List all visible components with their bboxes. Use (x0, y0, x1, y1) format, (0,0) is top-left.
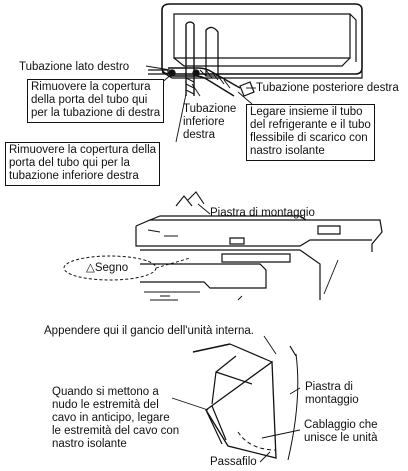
mark-text: Segno (94, 262, 129, 274)
label-wiring: Cablaggio che unisce le unità (304, 419, 378, 445)
mounting-plate-drawing (135, 191, 383, 301)
box-line: tubazione inferiore destra (9, 170, 139, 182)
leader-lines-bottom (171, 335, 301, 463)
label-line: Cablaggio che (304, 419, 378, 431)
indoor-unit-hanging-drawing (192, 343, 299, 461)
pipe-lower (185, 21, 195, 96)
label-right-pipe: Tubazione lato destro (19, 61, 130, 73)
label-line: unisce le unità (304, 432, 378, 444)
label-grommet: Passafilo (210, 456, 257, 468)
label-rear-right-pipe: Tubazione posteriore destra (256, 82, 399, 94)
box-line: flessibile di scarico con (250, 132, 368, 144)
label-mark: △Segno (86, 262, 128, 275)
pipe-rear-right (168, 26, 255, 97)
mark-dashed-ellipse (63, 255, 191, 281)
box-line: della porta del tubo qui (31, 94, 148, 106)
label-line: nastro isolante (52, 438, 127, 450)
label-bare-cable-ends: Quando si mettono a nudo le estremità de… (52, 386, 179, 451)
label-line: Quando si mettono a (52, 386, 159, 398)
label-hang-hook: Appendere qui il gancio dell'unità inter… (44, 325, 254, 337)
label-line: Tubazione (183, 103, 237, 115)
box-remove-right-cover: Rimuovere la copertura della porta del t… (27, 79, 165, 123)
triangle-mark-icon: △ (86, 262, 95, 274)
box-line: porta del tubo qui per la (9, 157, 130, 169)
box-line: del refrigerante e il tubo (250, 119, 371, 131)
label-mounting-plate: Piastra di montaggio (210, 207, 315, 219)
box-tape-pipes: Legare insieme il tubo del refrigerante … (246, 104, 375, 161)
box-remove-lower-cover: Rimuovere la copertura della porta del t… (5, 142, 161, 186)
label-line: destra (183, 129, 215, 141)
label-lower-right-pipe: Tubazione inferiore destra (183, 103, 236, 142)
box-line: Legare insieme il tubo (250, 106, 363, 118)
label-line: Piastra di (305, 381, 353, 393)
label-line: inferiore (183, 116, 225, 128)
leader-plate (197, 203, 211, 215)
box-line: per la tubazione di destra (31, 107, 161, 119)
label-line: nudo le estremità del (52, 399, 159, 411)
label-line: montaggio (305, 394, 359, 406)
label-line: le estremità del cavo con (52, 425, 180, 437)
indoor-unit-rear-view (161, 3, 363, 79)
label-line: cavo in anticipo, legare (52, 412, 170, 424)
box-line: Rimuovere la copertura della (9, 144, 157, 156)
label-plate-bottom: Piastra di montaggio (305, 381, 359, 407)
box-line: nastro isolante (250, 145, 325, 157)
box-line: Rimuovere la copertura (31, 81, 151, 93)
